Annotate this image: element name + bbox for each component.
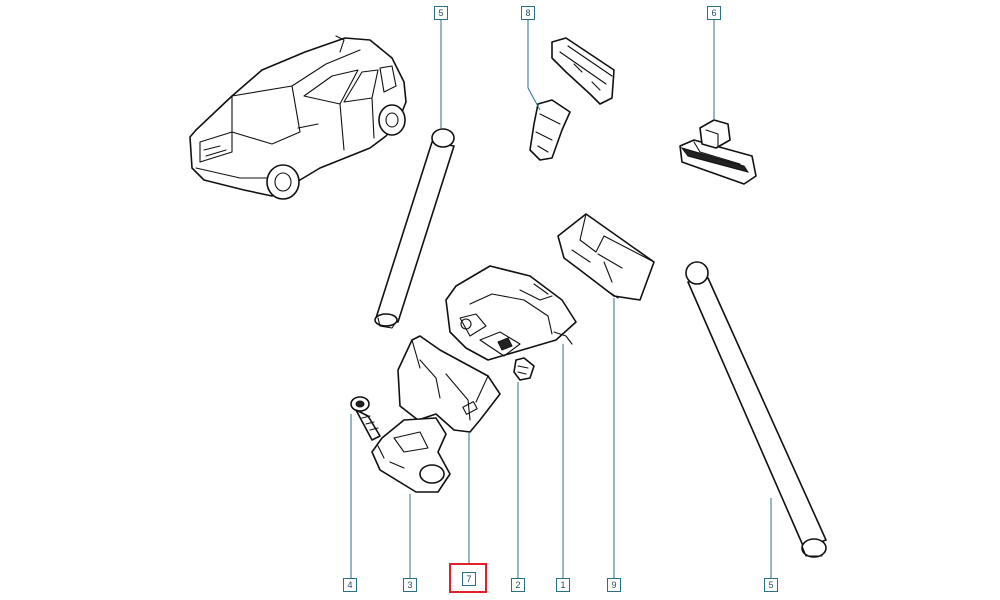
striker-plate	[397, 335, 501, 433]
screw-right	[513, 357, 535, 381]
boot-lock	[445, 265, 577, 361]
leader-lines	[350, 19, 772, 578]
callout-5-top: 5	[434, 6, 448, 20]
selected-callout-highlight	[449, 563, 487, 593]
callout-2: 2	[511, 578, 525, 592]
callout-6: 6	[707, 6, 721, 20]
callout-8: 8	[521, 6, 535, 20]
switch-unit	[679, 119, 757, 185]
callout-3: 3	[403, 578, 417, 592]
bracket-plate	[371, 417, 451, 493]
latch-cover-bracket	[557, 213, 655, 301]
callout-7[interactable]: 7	[462, 572, 476, 586]
callout-4: 4	[343, 578, 357, 592]
callout-1: 1	[556, 578, 570, 592]
bolt-left	[350, 396, 381, 441]
car-illustration	[189, 35, 407, 200]
gas-strut-left	[374, 128, 455, 329]
gas-strut-right	[685, 261, 827, 558]
clip-bracket	[529, 37, 615, 161]
callout-5-bottom: 5	[764, 578, 778, 592]
callout-9: 9	[607, 578, 621, 592]
